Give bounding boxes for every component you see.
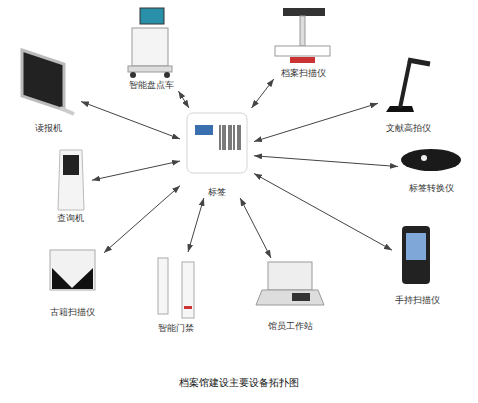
connector-arrow xyxy=(252,79,274,108)
laptop-base xyxy=(256,290,324,305)
scanner-base xyxy=(290,57,315,63)
figure-caption: 档案馆建设主要设备拓扑图 xyxy=(0,376,478,390)
label-converter xyxy=(401,149,461,171)
device-label: 读报机 xyxy=(35,123,62,134)
camera-head xyxy=(408,60,430,64)
connector-arrow xyxy=(104,186,180,253)
connector-arrow xyxy=(92,161,180,180)
connector-arrow xyxy=(178,91,189,108)
scanner-head xyxy=(283,8,325,16)
inventory-cart xyxy=(128,8,172,78)
device-label: 馆员工作站 xyxy=(268,321,313,332)
gate-strip xyxy=(184,306,192,309)
device-node: 古籍扫描仪 xyxy=(40,244,104,318)
camera-arm xyxy=(400,60,410,108)
book-scanner-box xyxy=(50,250,95,290)
newspaper-reader xyxy=(22,50,74,114)
device-label: 文献高拍仪 xyxy=(386,123,431,134)
device-node: 手持扫描仪 xyxy=(392,222,442,306)
device-label: 古籍扫描仪 xyxy=(50,307,95,318)
smart-gate xyxy=(158,258,194,318)
tag-body xyxy=(187,113,247,173)
device-label: 档案扫描仪 xyxy=(281,68,326,79)
device-label: 查询机 xyxy=(57,213,84,224)
kiosk-body xyxy=(58,150,84,210)
device-node: 馆员工作站 xyxy=(254,258,326,332)
kiosk-screen xyxy=(63,155,79,175)
gate-pillar xyxy=(182,262,194,318)
device-node: 文献高拍仪 xyxy=(378,54,438,134)
ancient-book-scanner xyxy=(50,250,95,290)
document-camera xyxy=(386,60,430,112)
cart-base xyxy=(128,66,172,72)
librarian-workstation xyxy=(256,262,324,305)
cart-wheel xyxy=(164,72,170,78)
reader-pad xyxy=(292,293,310,301)
tag-barcode xyxy=(220,125,240,150)
cart-body xyxy=(132,28,168,66)
handheld-scanner xyxy=(402,226,430,284)
book-scanner-cradle xyxy=(52,268,93,289)
cart-monitor xyxy=(140,8,164,24)
tag-logo xyxy=(195,125,213,135)
connector-arrow xyxy=(81,101,180,138)
rfid-tag xyxy=(187,113,247,173)
device-node: 标签 xyxy=(180,108,254,198)
device-node: 智能门禁 xyxy=(150,252,202,334)
device-node: 标签转换仪 xyxy=(398,144,464,194)
connector-arrow xyxy=(254,103,378,141)
device-label: 手持扫描仪 xyxy=(395,295,440,306)
handheld-screen xyxy=(406,233,426,260)
device-node: 查询机 xyxy=(48,146,92,224)
scanner-table xyxy=(275,46,330,56)
cart-wheel xyxy=(130,72,136,78)
laptop-screen xyxy=(268,262,312,290)
device-label: 智能盘点车 xyxy=(129,80,174,91)
device-label: 标签 xyxy=(208,187,226,198)
connector-arrow xyxy=(254,156,398,167)
reader-stand xyxy=(60,108,74,114)
device-node: 读报机 xyxy=(15,44,81,134)
scanner-pole xyxy=(300,16,305,46)
archive-scanner xyxy=(275,8,330,63)
device-label: 智能门禁 xyxy=(158,323,194,334)
connector-arrow xyxy=(240,198,271,258)
query-kiosk xyxy=(58,150,84,210)
device-node: 智能盘点车 xyxy=(122,3,180,91)
converter-body xyxy=(401,149,461,171)
device-node: 档案扫描仪 xyxy=(268,3,338,79)
handheld-body xyxy=(402,226,430,284)
connector-arrow xyxy=(254,174,392,251)
device-label: 标签转换仪 xyxy=(409,183,454,194)
connector-arrow xyxy=(188,198,204,252)
gate-pillar xyxy=(158,258,168,314)
converter-logo xyxy=(421,155,427,161)
reader-screen xyxy=(22,50,64,110)
